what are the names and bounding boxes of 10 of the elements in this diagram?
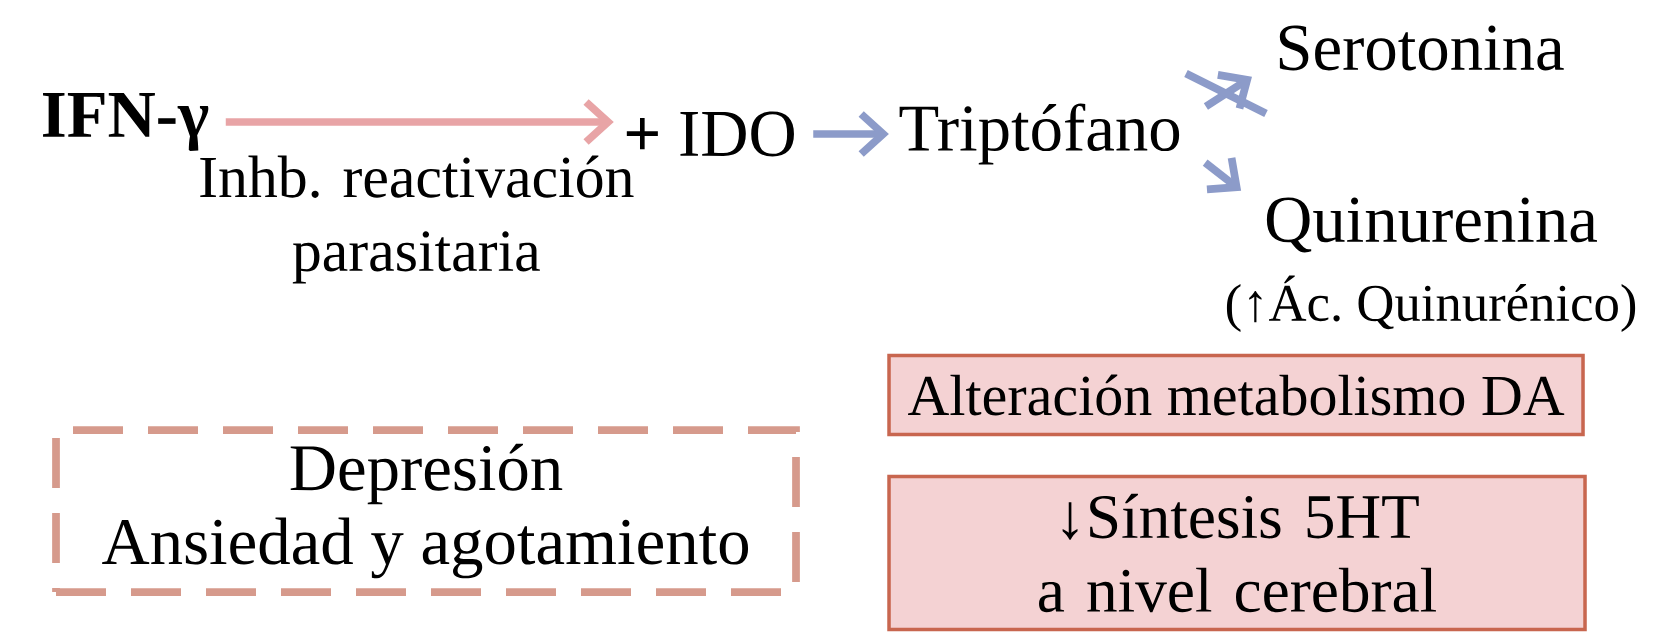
term-text: Triptófano: [899, 103, 1180, 165]
term-text: Quinurenina: [1266, 197, 1597, 253]
process-box: ↓Síntesis 5HT a nivel cerebral: [887, 474, 1587, 632]
dashed-box: Depresión Ansiedad y agotamiento: [52, 426, 800, 596]
term-text: + IDO: [626, 111, 794, 157]
note-text: (↑Ác. Quinurénico): [1226, 275, 1636, 332]
term-text: Serotonina: [1279, 25, 1564, 71]
term-text: IFN-γ: [43, 93, 209, 151]
process-box: Alteración metabolismo DA: [887, 353, 1585, 437]
edge-label: Inhb. reactivación parasitaria: [200, 155, 634, 284]
